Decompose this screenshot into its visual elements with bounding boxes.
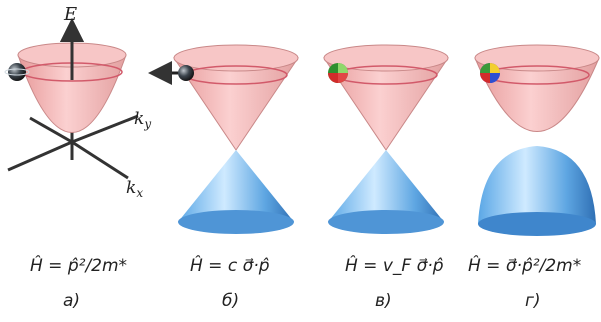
ky-axis [71, 114, 139, 144]
caption-c: в) [375, 291, 392, 311]
kx-axis-label: kx [126, 178, 143, 200]
lower-band [478, 146, 596, 224]
ky-axis-label: ky [134, 109, 151, 131]
caption-b: б) [222, 291, 240, 311]
kx-axis-neg [29, 116, 73, 144]
multicolor-pseudospin-sphere-icon [480, 63, 500, 83]
formula-d: Ĥ = σ⃗·p̂²/2m* [468, 256, 582, 276]
formula-b: Ĥ = c σ⃗·p̂ [190, 256, 270, 276]
formula-a: Ĥ = p̂²/2m* [30, 256, 128, 276]
panel-b-dirac-cones [148, 44, 299, 234]
caption-d: г) [525, 291, 541, 311]
electron-sphere-icon [8, 63, 26, 81]
panel-c-graphene-cones [323, 44, 449, 234]
panel-d-bilayer-bands [474, 44, 600, 236]
formula-c: Ĥ = v_F σ⃗·p̂ [345, 256, 444, 276]
upper-band [474, 57, 600, 132]
electron-sphere-icon [178, 65, 194, 81]
ky-axis-neg [7, 140, 73, 172]
lower-cone [178, 150, 294, 222]
caption-a: а) [63, 291, 81, 311]
panel-a-parabola [4, 18, 139, 180]
energy-axis-label: E [63, 4, 77, 25]
colored-pseudospin-sphere-icon [328, 63, 348, 83]
kx-axis [71, 140, 129, 180]
lower-cone [328, 150, 444, 222]
